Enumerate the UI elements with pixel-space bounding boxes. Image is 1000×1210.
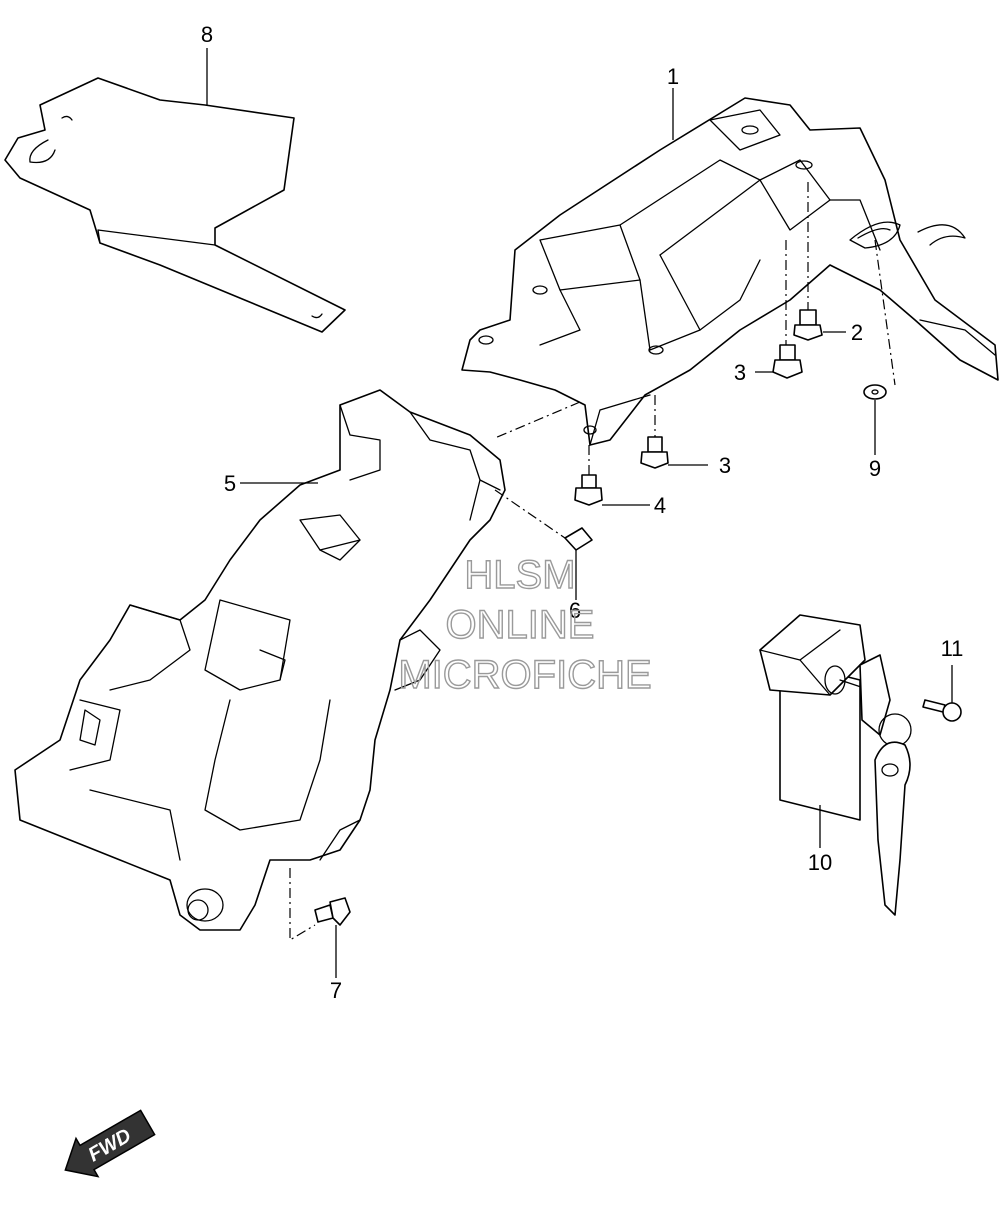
watermark: HLSM ONLINE MICROFICHE [398, 552, 653, 697]
fwd-arrow: FWD [64, 1109, 156, 1178]
callout-1: 1 [667, 64, 679, 89]
fastener-4-bolt [574, 474, 603, 506]
callout-11: 11 [941, 636, 964, 661]
fastener-9-washer [863, 384, 887, 400]
callout-3b: 3 [719, 453, 731, 478]
callout-3a: 3 [734, 360, 746, 385]
callout-9: 9 [869, 456, 881, 481]
callout-10: 10 [808, 850, 832, 875]
part-8-heat-shield [4, 77, 346, 333]
callout-6: 6 [569, 598, 581, 623]
callout-4: 4 [654, 493, 666, 518]
fastener-7-bolt [314, 897, 351, 926]
watermark-line-3: MICROFICHE [398, 653, 651, 697]
callout-2: 2 [851, 320, 863, 345]
callout-labels: 1 2 3 3 4 5 6 7 8 9 10 11 [201, 22, 964, 1003]
fastener-3a-bolt [772, 344, 803, 379]
leader-lines [206, 48, 953, 978]
fastener-2-bolt [793, 309, 823, 341]
watermark-line-1: HLSM [464, 553, 575, 597]
callout-5: 5 [224, 471, 236, 496]
fastener-6-clip [564, 527, 593, 551]
fastener-3b-bolt [640, 436, 669, 469]
fastener-11-screw [922, 699, 962, 722]
fwd-arrow-icon [64, 1109, 156, 1178]
part-1-rear-fender [461, 97, 999, 446]
part-10-seat-lock [759, 614, 912, 916]
callout-7: 7 [330, 978, 342, 1003]
watermark-line-2: ONLINE [446, 603, 595, 647]
callout-8: 8 [201, 22, 213, 47]
part-5-inner-fender [14, 389, 506, 931]
assembly-lines [289, 182, 896, 942]
